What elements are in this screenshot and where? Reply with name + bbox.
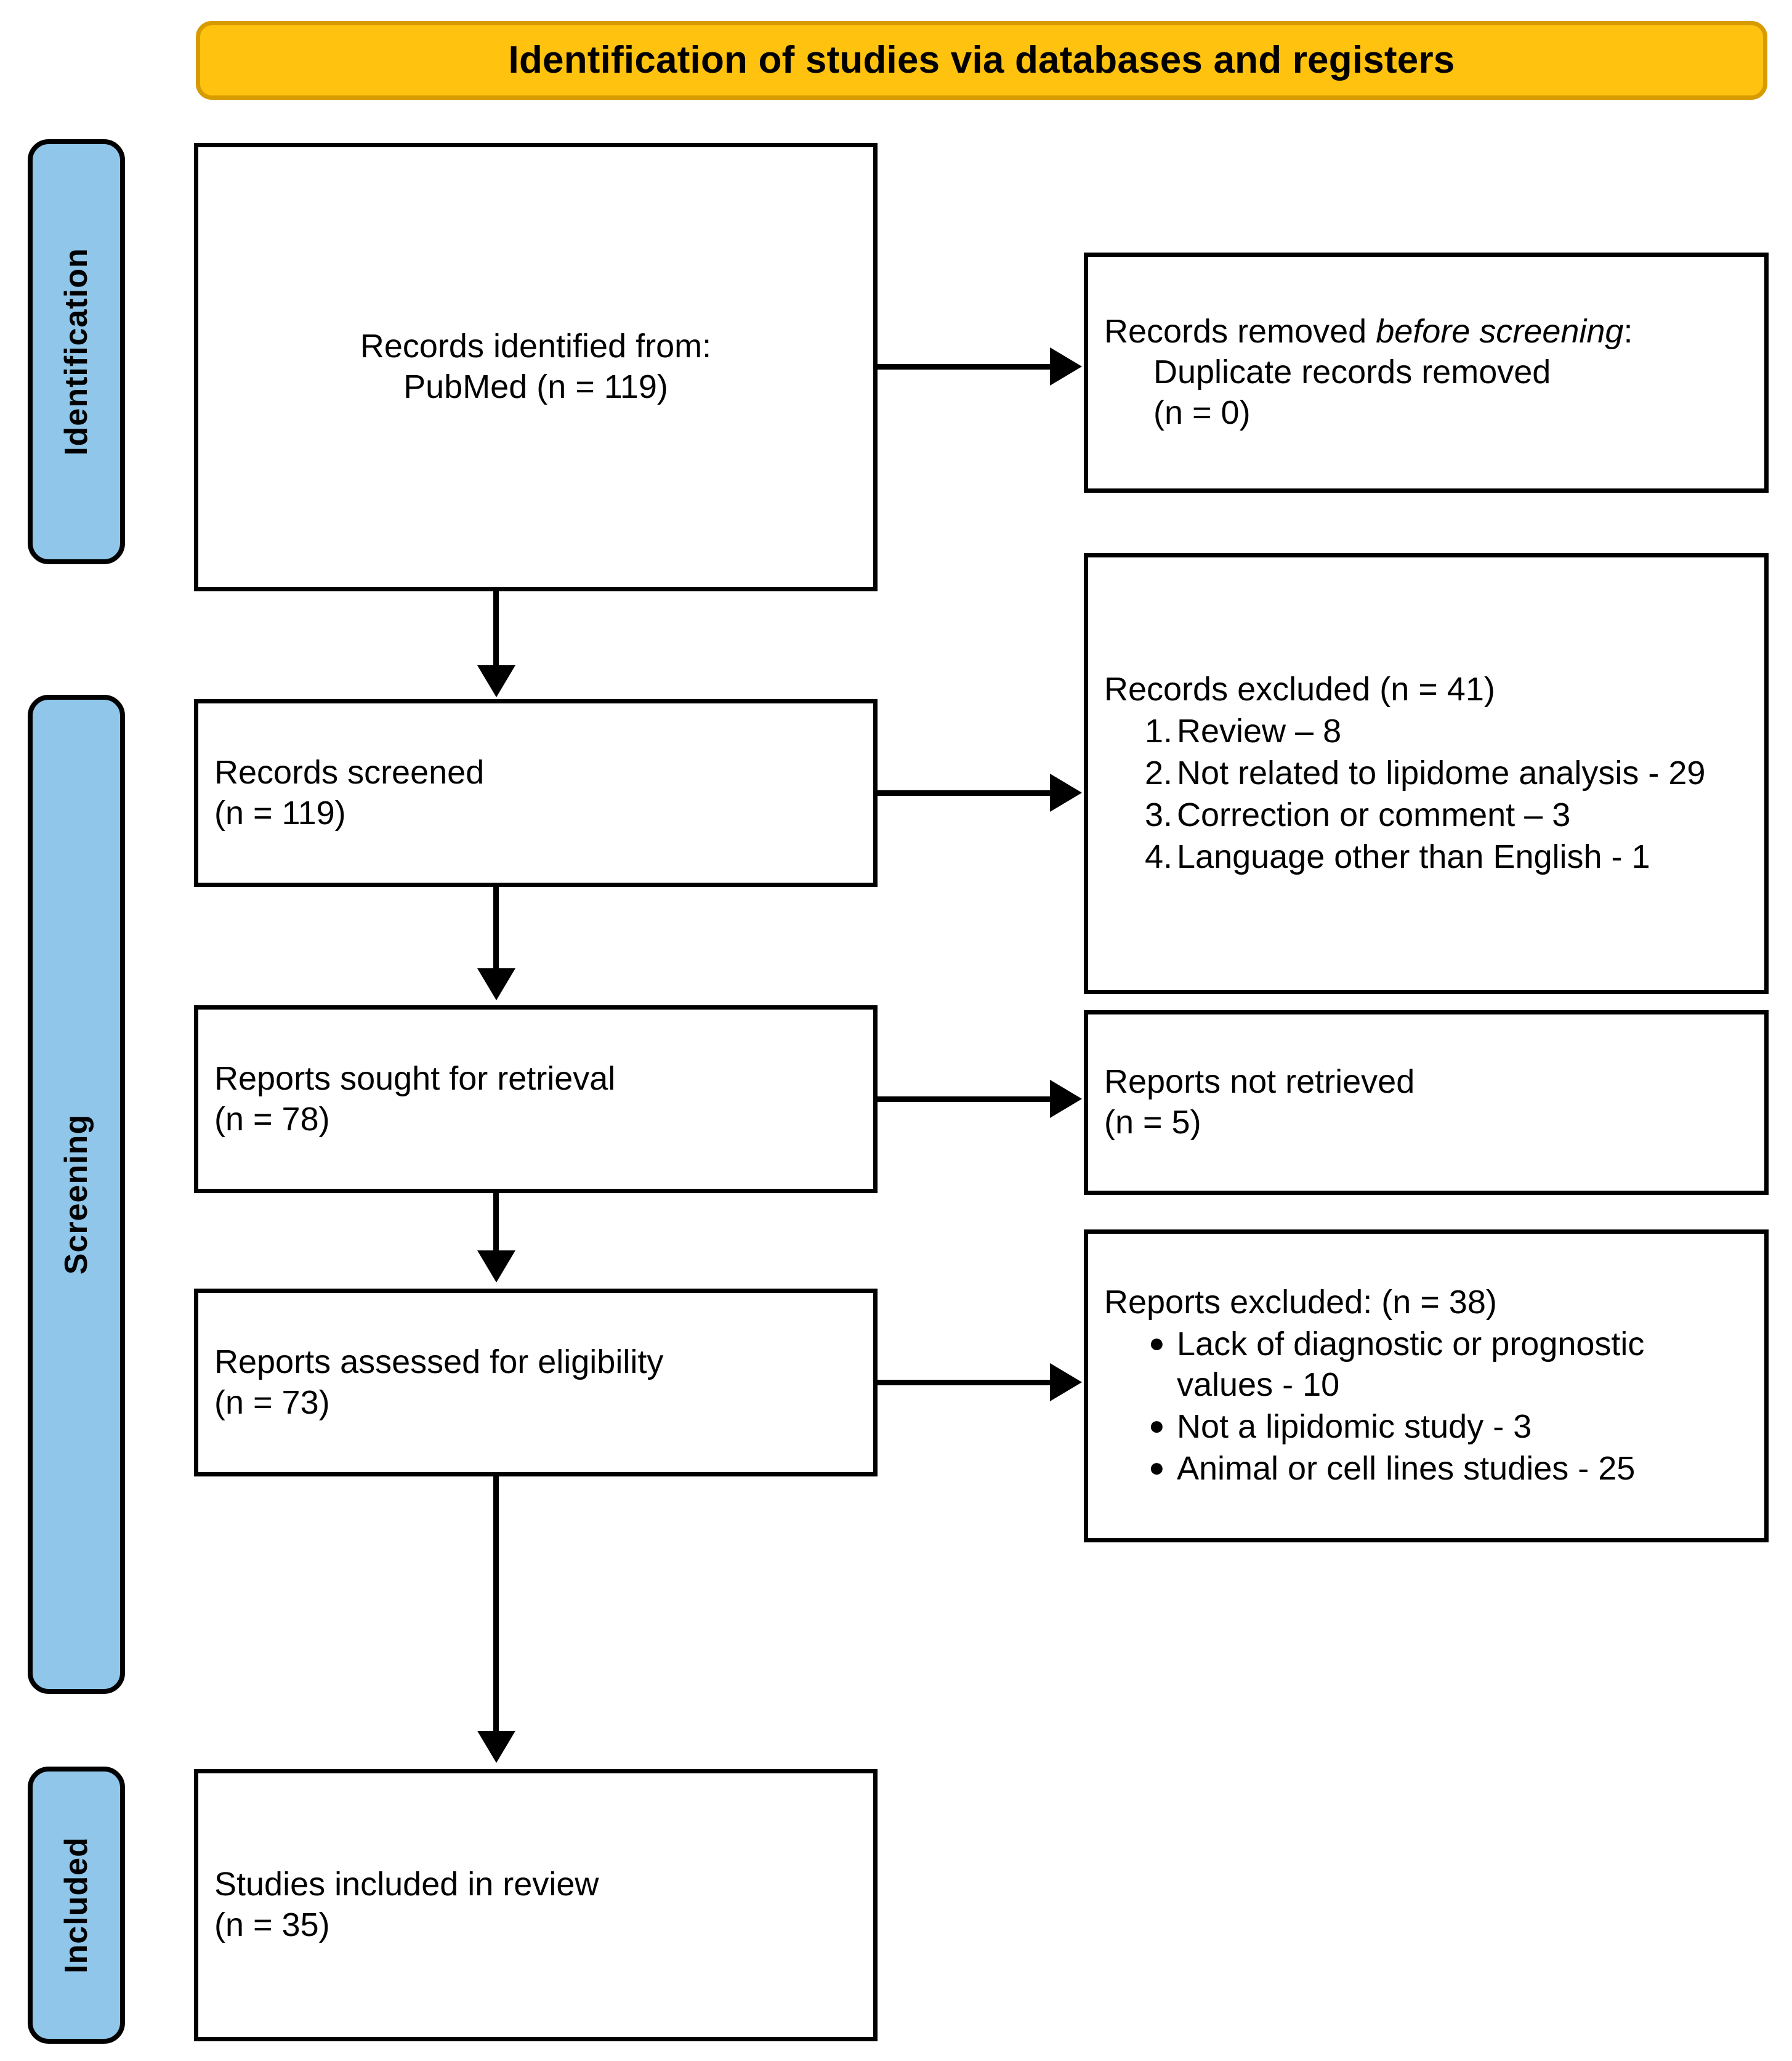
bullet-icon: ●: [1148, 1410, 1165, 1441]
node-records-excluded-text: Records excluded (n = 41) 1. Review – 8 …: [1088, 670, 1764, 877]
reports-excluded-list: ● Lack of diagnostic or prognostic value…: [1104, 1324, 1748, 1489]
stage-bar-identification: Identification: [28, 139, 125, 564]
studies-included-line2: (n = 35): [214, 1906, 330, 1943]
list-item: ● Animal or cell lines studies - 25: [1104, 1449, 1748, 1489]
list-item: ● Lack of diagnostic or prognostic value…: [1104, 1324, 1748, 1406]
node-records-identified-text: Records identified from: PubMed (n = 119…: [198, 326, 873, 408]
diagram-title-banner: Identification of studies via databases …: [196, 21, 1767, 100]
connector-sought-to-assessed: [493, 1193, 499, 1252]
reports-not-retrieved-line2: (n = 5): [1104, 1104, 1201, 1141]
node-records-identified: Records identified from: PubMed (n = 119…: [194, 143, 878, 591]
records-excluded-heading: Records excluded (n = 41): [1104, 671, 1495, 708]
studies-included-line1: Studies included in review: [214, 1866, 599, 1903]
list-item: 4. Language other than English - 1: [1104, 837, 1748, 878]
stage-label-included: Included: [59, 1837, 95, 1974]
list-marker: 2.: [1145, 755, 1173, 792]
arrowhead-right-sought-to-not-retrieved: [1050, 1080, 1082, 1118]
reports-assessed-line2: (n = 73): [214, 1383, 330, 1421]
list-item-text: Animal or cell lines studies - 25: [1177, 1449, 1636, 1487]
reports-sought-line2: (n = 78): [214, 1100, 330, 1138]
arrowhead-right-screened-to-records-excluded: [1050, 774, 1082, 812]
records-removed-heading: Records removed before screening:: [1104, 312, 1748, 352]
reports-not-retrieved-line1: Reports not retrieved: [1104, 1063, 1415, 1101]
node-records-excluded: Records excluded (n = 41) 1. Review – 8 …: [1084, 553, 1769, 994]
node-reports-excluded-text: Reports excluded: (n = 38) ● Lack of dia…: [1088, 1282, 1764, 1489]
records-removed-heading-pre: Records removed: [1104, 313, 1376, 350]
list-item: 2. Not related to lipidome analysis - 29: [1104, 753, 1748, 794]
connector-screened-to-sought: [493, 887, 499, 971]
stage-bar-screening: Screening: [28, 695, 125, 1694]
connector-assessed-to-reports-excluded: [878, 1380, 1054, 1385]
arrowhead-down-sought-to-assessed: [477, 1250, 515, 1282]
stage-label-identification: Identification: [59, 248, 94, 456]
connector-assessed-to-included: [493, 1476, 499, 1733]
bullet-icon: ●: [1148, 1328, 1165, 1359]
node-studies-included: Studies included in review (n = 35): [194, 1769, 878, 2041]
node-reports-not-retrieved: Reports not retrieved (n = 5): [1084, 1010, 1769, 1195]
node-reports-sought-text: Reports sought for retrieval (n = 78): [198, 1059, 873, 1140]
page-title: Identification of studies via databases …: [508, 38, 1455, 81]
connector-screened-to-records-excluded: [878, 790, 1054, 796]
node-reports-assessed: Reports assessed for eligibility (n = 73…: [194, 1289, 878, 1476]
arrowhead-down-screened-to-sought: [477, 968, 515, 1000]
list-item-text: Not related to lipidome analysis - 29: [1177, 755, 1706, 792]
arrowhead-right-identified-to-removed: [1050, 347, 1082, 386]
arrowhead-down-identified-to-screened: [477, 665, 515, 697]
stage-bar-included: Included: [28, 1767, 125, 2044]
records-screened-line1: Records screened: [214, 753, 485, 791]
stage-label-screening: Screening: [59, 1114, 95, 1275]
node-reports-excluded: Reports excluded: (n = 38) ● Lack of dia…: [1084, 1229, 1769, 1542]
node-studies-included-text: Studies included in review (n = 35): [198, 1865, 873, 1946]
arrowhead-right-assessed-to-reports-excluded: [1050, 1363, 1082, 1401]
list-item: 1. Review – 8: [1104, 711, 1748, 752]
node-records-screened-text: Records screened (n = 119): [198, 753, 873, 834]
node-records-screened: Records screened (n = 119): [194, 699, 878, 887]
list-item-text: Correction or comment – 3: [1177, 796, 1571, 833]
records-removed-heading-post: :: [1623, 313, 1633, 350]
node-records-removed-before-screening: Records removed before screening: Duplic…: [1084, 253, 1769, 493]
duplicate-records-removed-line2: (n = 0): [1153, 394, 1251, 431]
records-identified-line1: Records identified from:: [360, 328, 712, 365]
connector-sought-to-not-retrieved: [878, 1096, 1054, 1102]
list-item: 3. Correction or comment – 3: [1104, 795, 1748, 836]
list-item-text: Review – 8: [1177, 713, 1342, 750]
node-reports-assessed-text: Reports assessed for eligibility (n = 73…: [198, 1342, 873, 1423]
node-records-removed-text: Records removed before screening: Duplic…: [1088, 312, 1764, 434]
list-item-text: Language other than English - 1: [1177, 838, 1650, 875]
list-item: ● Not a lipidomic study - 3: [1104, 1407, 1748, 1448]
records-identified-line2: PubMed (n = 119): [403, 368, 668, 405]
reports-assessed-line1: Reports assessed for eligibility: [214, 1343, 664, 1380]
node-reports-sought: Reports sought for retrieval (n = 78): [194, 1005, 878, 1193]
list-marker: 3.: [1145, 796, 1173, 833]
node-reports-not-retrieved-text: Reports not retrieved (n = 5): [1088, 1062, 1764, 1143]
connector-identified-to-removed: [878, 364, 1054, 370]
duplicate-records-removed-line1: Duplicate records removed: [1153, 354, 1551, 391]
list-item-text: Lack of diagnostic or prognostic values …: [1177, 1326, 1645, 1404]
list-marker: 1.: [1145, 713, 1173, 750]
reports-excluded-heading: Reports excluded: (n = 38): [1104, 1284, 1497, 1321]
list-marker: 4.: [1145, 838, 1173, 875]
records-removed-heading-italic: before screening: [1376, 313, 1624, 350]
records-excluded-list: 1. Review – 8 2. Not related to lipidome…: [1104, 711, 1748, 878]
list-item-text: Not a lipidomic study - 3: [1177, 1407, 1532, 1445]
bullet-icon: ●: [1148, 1452, 1165, 1483]
arrowhead-down-assessed-to-included: [477, 1731, 515, 1763]
records-screened-line2: (n = 119): [214, 794, 346, 832]
connector-identified-to-screened: [493, 591, 499, 668]
reports-sought-line1: Reports sought for retrieval: [214, 1059, 616, 1097]
